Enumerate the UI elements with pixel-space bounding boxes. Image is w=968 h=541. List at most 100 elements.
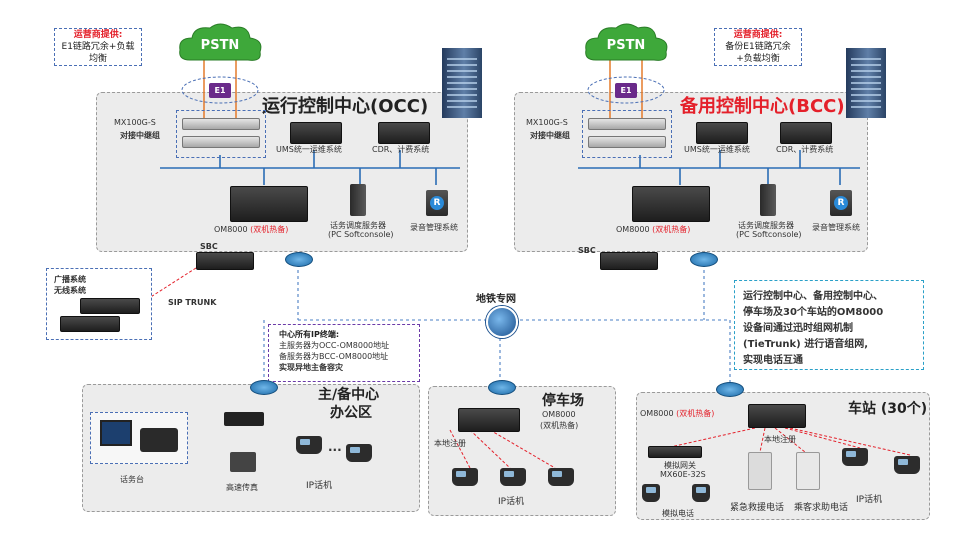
occ-dispatch-server-icon bbox=[350, 184, 366, 216]
occ-mx-device bbox=[182, 118, 260, 130]
bcc-om-label: OM8000 (双机热备) bbox=[616, 224, 690, 235]
station-gw-label: 模拟网关 bbox=[664, 461, 696, 470]
tietrunk-note: 运行控制中心、备用控制中心、 停车场及30个车站的OM8000 设备间通过迅时组… bbox=[734, 280, 924, 370]
occ-title: 运行控制中心(OCC) bbox=[262, 96, 429, 117]
office-ip-phone-icon-2 bbox=[346, 444, 372, 462]
bcc-pstn-cloud: PSTN bbox=[582, 22, 670, 66]
emergency-phone-icon bbox=[748, 452, 772, 490]
bcc-sbc-device bbox=[600, 252, 658, 270]
office-phone-label: IP话机 bbox=[306, 481, 333, 491]
occ-om-label: OM8000 (双机热备) bbox=[214, 224, 288, 235]
bcc-e1-badge: E1 bbox=[615, 83, 637, 98]
fax-icon bbox=[230, 452, 256, 472]
occ-building-icon bbox=[442, 48, 482, 118]
depot-om-label: OM8000 bbox=[542, 410, 576, 419]
bcc-pstn-label: PSTN bbox=[606, 38, 646, 53]
bcc-note-title: 运营商提供: bbox=[733, 30, 783, 40]
ip-note-line1: 主服务器为OCC-OM8000地址 bbox=[279, 341, 390, 350]
occ-mx-sub: 对接中继组 bbox=[120, 131, 160, 140]
bcc-mx-label: MX100G-S bbox=[526, 118, 568, 127]
depot-ip-phone-icon-2 bbox=[500, 468, 526, 486]
occ-dispatch-sub: (PC Softconsole) bbox=[328, 230, 394, 239]
office-phone-dots: ... bbox=[328, 440, 342, 454]
bcc-carrier-note: 运营商提供: 备份E1链路冗余+负载均衡 bbox=[714, 28, 802, 66]
station-analog-phone-icon-2 bbox=[692, 484, 710, 502]
bcc-mx-sub: 对接中继组 bbox=[530, 131, 570, 140]
depot-title: 停车场 bbox=[542, 393, 584, 409]
office-title: 主/备中心 bbox=[318, 387, 380, 403]
console-monitor-icon bbox=[100, 420, 132, 446]
station-om-text: OM8000 bbox=[640, 409, 674, 418]
bcc-router-icon bbox=[690, 252, 718, 267]
bcc-om-text: OM8000 bbox=[616, 225, 650, 234]
bcc-dispatch-server-icon bbox=[760, 184, 776, 216]
bcc-dispatch-sub: (PC Softconsole) bbox=[736, 230, 802, 239]
depot-zone bbox=[428, 386, 616, 516]
tie-line4: (TieTrunk) 进行语音组网, bbox=[743, 339, 868, 350]
occ-sbc-device bbox=[196, 252, 254, 270]
console-keypad-icon bbox=[140, 428, 178, 452]
occ-note-title: 运营商提供: bbox=[73, 30, 123, 40]
station-help-label: 乘客求助电话 bbox=[794, 503, 849, 513]
depot-ip-phone-icon-1 bbox=[452, 468, 478, 486]
depot-ip-phone-icon-3 bbox=[548, 468, 574, 486]
bcc-ums-server bbox=[696, 122, 748, 144]
occ-e1-badge: E1 bbox=[209, 83, 231, 98]
fax-switch-icon bbox=[224, 412, 264, 426]
occ-zone bbox=[96, 92, 468, 252]
occ-om-text: OM8000 bbox=[214, 225, 248, 234]
station-title: 车站 (30个) bbox=[848, 401, 928, 417]
broadcast-line1: 广播系统 bbox=[54, 275, 86, 284]
occ-ums-server bbox=[290, 122, 342, 144]
broadcast-line2: 无线系统 bbox=[54, 286, 86, 295]
station-gateway bbox=[648, 446, 702, 458]
bcc-note-body: 备份E1链路冗余+负载均衡 bbox=[725, 42, 791, 64]
occ-dispatch-label: 话务调度服务器 bbox=[330, 221, 386, 230]
cloud-icon bbox=[585, 23, 668, 61]
bcc-mx-device bbox=[588, 118, 666, 130]
broadcast-server-2 bbox=[60, 316, 120, 332]
fax-label: 高速传真 bbox=[226, 483, 258, 492]
depot-router-icon bbox=[488, 380, 516, 395]
occ-cdr-server bbox=[378, 122, 430, 144]
console-label: 话务台 bbox=[120, 475, 144, 484]
occ-recording-icon bbox=[426, 190, 448, 216]
bcc-dispatch-label: 话务调度服务器 bbox=[738, 221, 794, 230]
occ-mx-group bbox=[176, 110, 266, 158]
occ-rec-label: 录音管理系统 bbox=[410, 223, 458, 232]
office-router-icon bbox=[250, 380, 278, 395]
depot-om8000 bbox=[458, 408, 520, 432]
bcc-building-icon bbox=[846, 48, 886, 118]
tie-line3: 设备间通过迅时组网机制 bbox=[743, 323, 853, 334]
bcc-rec-label: 录音管理系统 bbox=[812, 223, 860, 232]
ip-note-line2: 备服务器为BCC-OM8000地址 bbox=[279, 352, 389, 361]
broadcast-server-1 bbox=[80, 298, 140, 314]
occ-sbc-label: SBC bbox=[200, 242, 218, 251]
occ-cdr-label: CDR、计费系统 bbox=[372, 145, 430, 154]
bcc-sbc-label: SBC bbox=[578, 246, 596, 255]
ip-note-title: 中心所有IP终端: bbox=[279, 330, 340, 339]
station-router-icon bbox=[716, 382, 744, 397]
station-emergency-label: 紧急救援电话 bbox=[730, 503, 785, 513]
tie-line5: 实现电话互通 bbox=[743, 355, 803, 366]
bcc-zone bbox=[514, 92, 868, 252]
bcc-ums-label: UMS统一运维系统 bbox=[684, 145, 750, 154]
station-phone-label: IP话机 bbox=[856, 495, 883, 505]
occ-ums-label: UMS统一运维系统 bbox=[276, 145, 342, 154]
depot-om-sub: (双机热备) bbox=[540, 421, 579, 430]
bcc-om8000 bbox=[632, 186, 710, 222]
station-local-label: 本地注册 bbox=[764, 435, 796, 444]
bcc-title: 备用控制中心(BCC) bbox=[680, 96, 845, 117]
bcc-recording-icon bbox=[830, 190, 852, 216]
occ-mx-label: MX100G-S bbox=[114, 118, 156, 127]
occ-note-body: E1链路冗余+负载均衡 bbox=[61, 42, 135, 64]
office-title-2: 办公区 bbox=[330, 405, 372, 421]
sip-trunk-label: SIP TRUNK bbox=[168, 298, 217, 307]
occ-pstn-cloud: PSTN bbox=[176, 22, 264, 66]
station-om-sub: (双机热备) bbox=[676, 409, 715, 418]
occ-pstn-label: PSTN bbox=[200, 38, 240, 53]
station-ip-phone-icon-2 bbox=[894, 456, 920, 474]
help-phone-icon bbox=[796, 452, 820, 490]
metro-label: 地铁专网 bbox=[476, 294, 516, 305]
station-gw-model: MX60E-32S bbox=[660, 470, 706, 479]
